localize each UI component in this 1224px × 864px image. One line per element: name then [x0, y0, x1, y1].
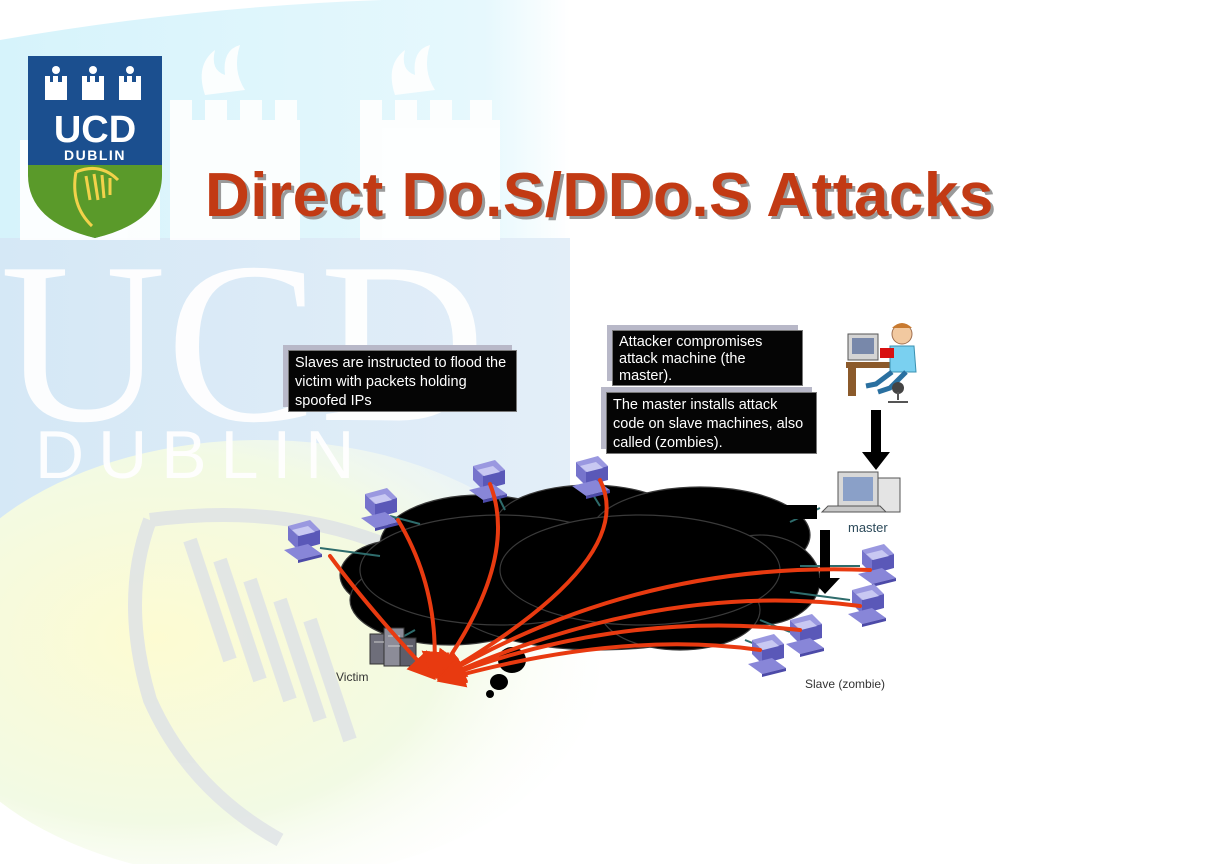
arrow-master-to-slaves	[810, 530, 840, 594]
watermark-dublin: DUBLIN	[35, 417, 368, 493]
arrow-attacker-to-master	[862, 410, 890, 470]
callout-attacker-compromises: Attacker compromises attack machine (the…	[612, 330, 803, 386]
flood-arrows	[328, 478, 872, 688]
zombie-pc-7	[786, 614, 824, 657]
callout-slaves-flood: Slaves are instructed to flood the victi…	[288, 350, 517, 412]
internet-cloud	[339, 484, 821, 651]
cloud-bubble-small	[486, 690, 494, 698]
cloud-bubble-medium	[490, 674, 508, 690]
watermark-ucd: UCD	[0, 215, 486, 470]
label-victim: Victim	[336, 670, 369, 684]
svg-text:DUBLIN: DUBLIN	[64, 147, 126, 163]
zombie-pc-8	[748, 634, 786, 677]
ucd-crest-logo: UCD DUBLIN	[28, 56, 162, 238]
zombie-pc-2	[361, 488, 399, 531]
arrow-master-to-cloud	[722, 495, 817, 529]
callout-master-installs: The master installs attack code on slave…	[606, 392, 817, 454]
svg-text:UCD: UCD	[54, 109, 136, 151]
zombie-pc-1	[284, 520, 322, 563]
label-master: master	[848, 520, 888, 535]
master-computer-icon	[820, 471, 901, 513]
slide-title: Direct Do.S/DDo.S Attacks	[205, 161, 994, 230]
zombie-pc-5	[858, 544, 896, 587]
label-slave-zombie: Slave (zombie)	[805, 677, 886, 691]
attacker-person-icon	[846, 323, 917, 403]
